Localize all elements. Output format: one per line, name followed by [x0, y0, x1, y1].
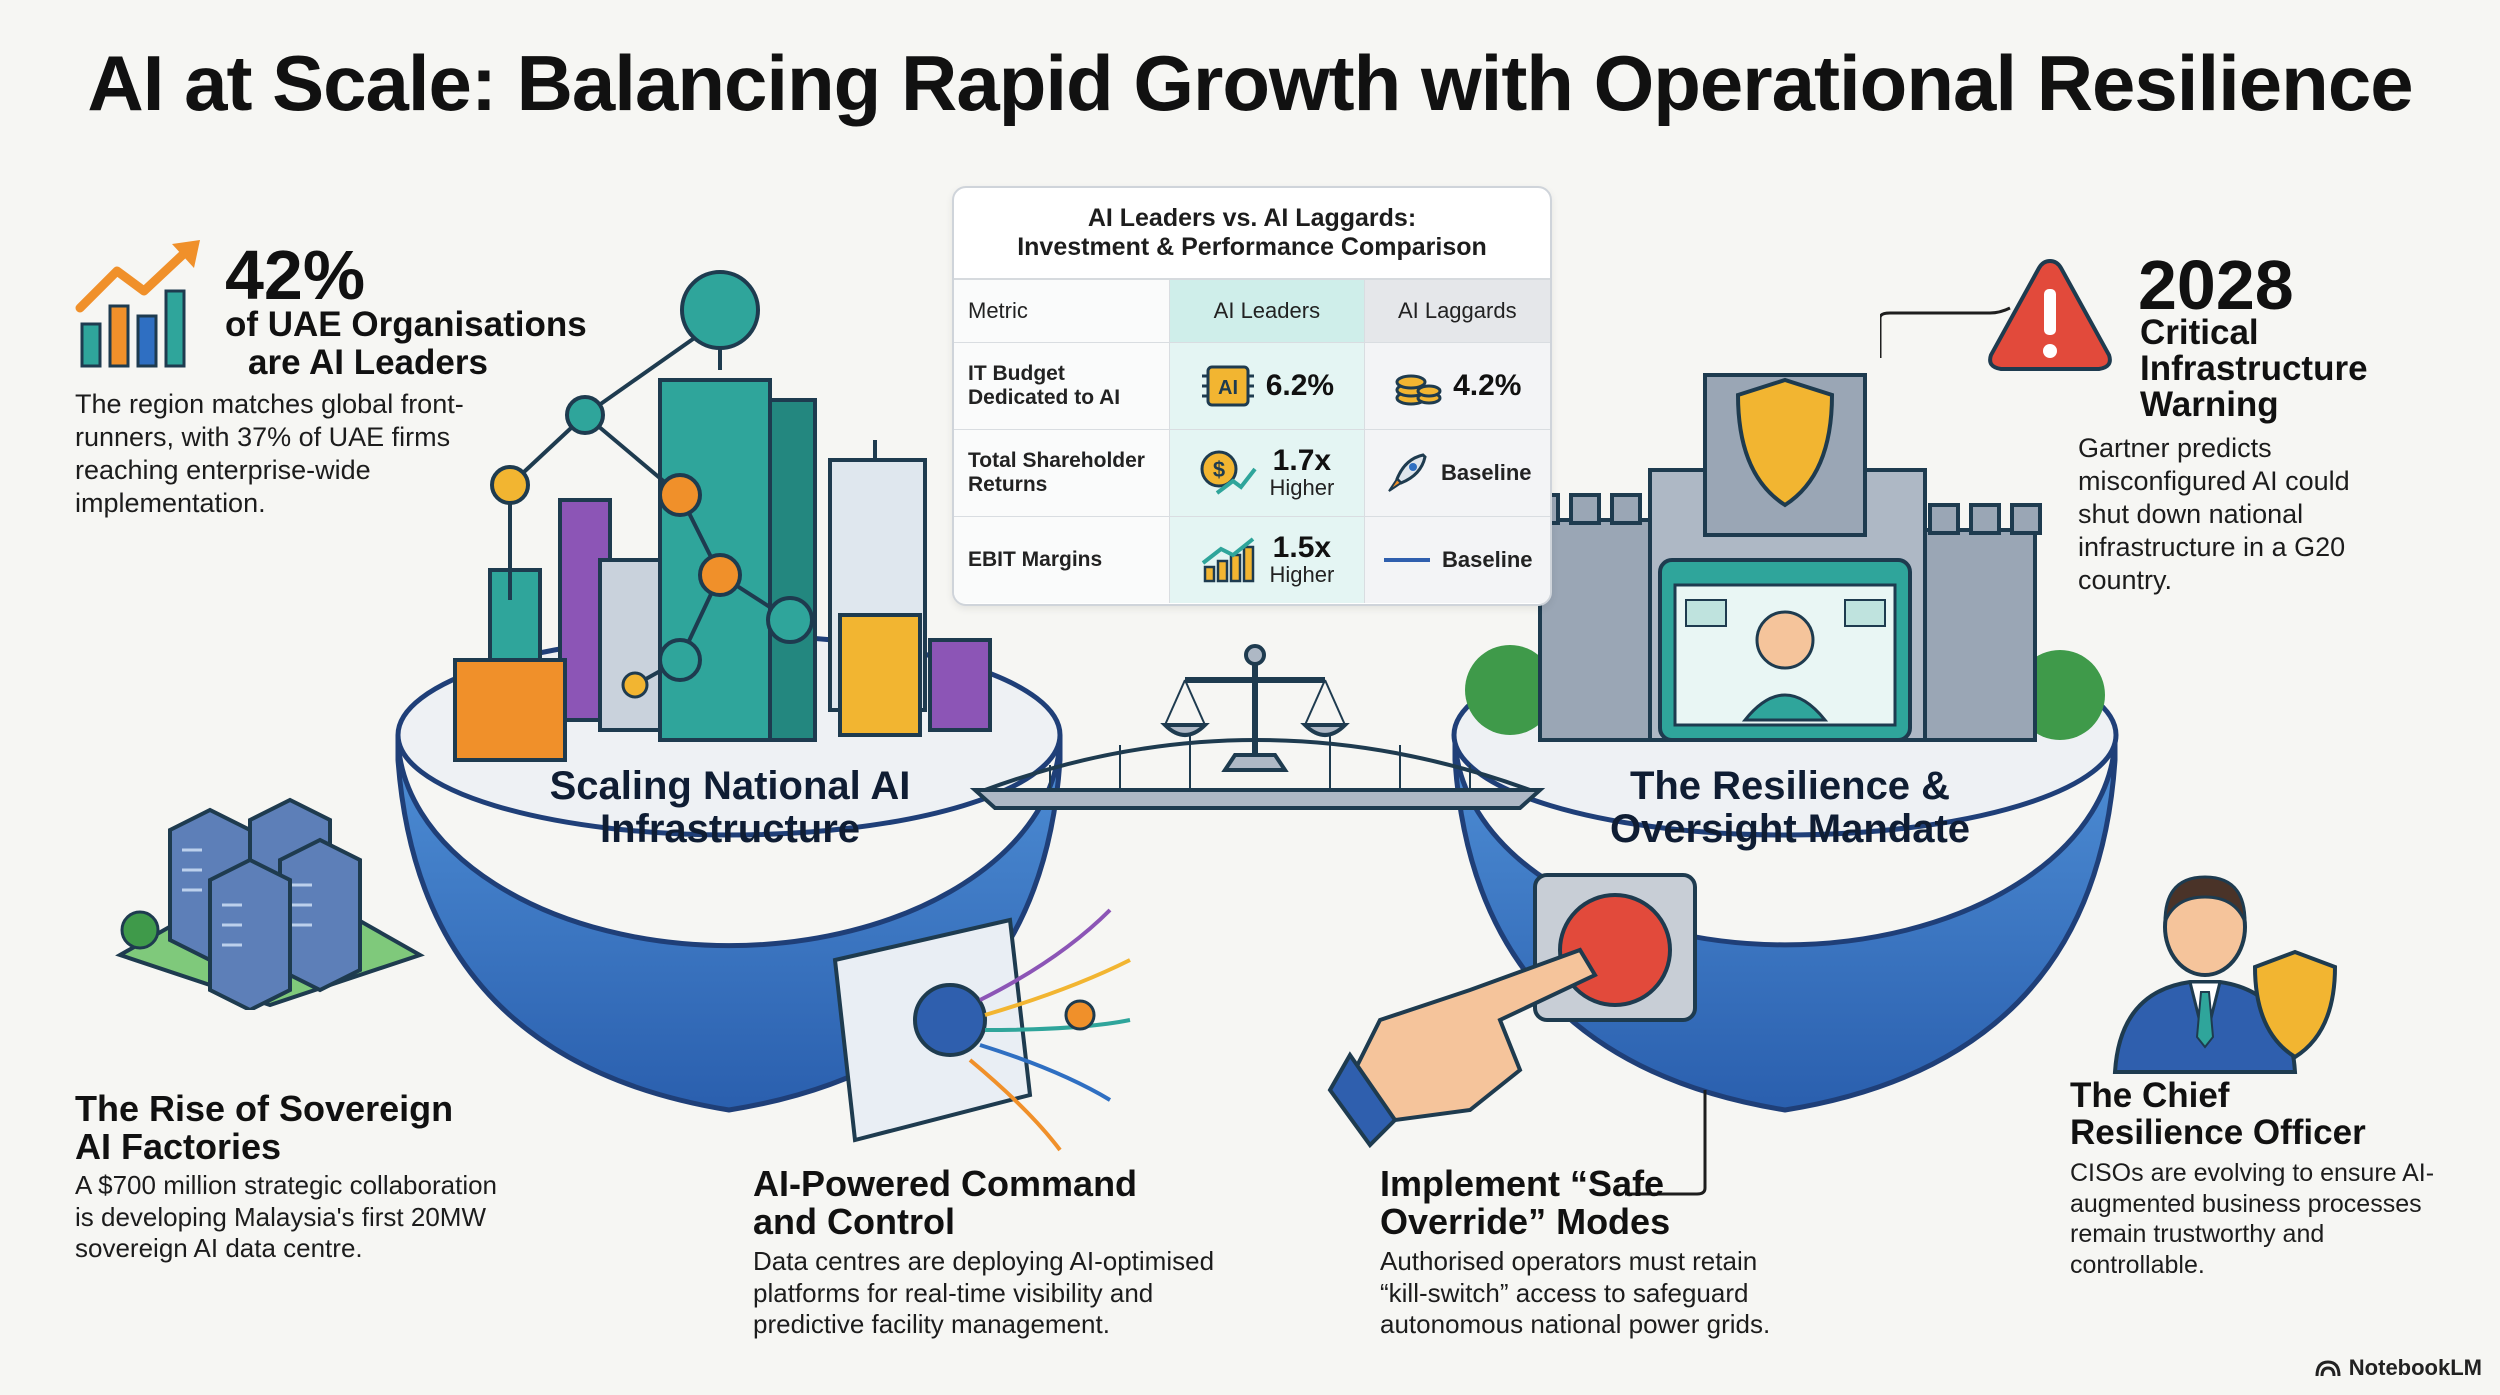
warning-triangle-icon	[1988, 258, 2112, 371]
override-heading-line1: Implement “Safe	[1380, 1163, 1665, 1204]
left-island-label: Scaling National AI Infrastructure	[549, 764, 911, 852]
coin-stack-icon	[1395, 374, 1442, 406]
officer-with-shield-icon	[2112, 875, 2338, 1074]
callout-line	[1625, 1090, 1707, 1196]
notebooklm-logo-icon	[2315, 1360, 2341, 1377]
row-metric: EBIT Margins	[954, 517, 1171, 603]
cro-heading-line2: Resilience Officer	[2070, 1113, 2366, 1152]
table-row: Total Shareholder Returns $ 1.7x Higher …	[954, 430, 1550, 517]
row-leaders-cell: $ 1.7x Higher	[1170, 430, 1365, 516]
row-laggards-cell: Baseline	[1364, 517, 1550, 603]
right-stat-body: Gartner predicts misconfigured AI could …	[2078, 433, 2350, 595]
override-body: Authorised operators must retain “kill-s…	[1380, 1246, 1771, 1340]
rocket-icon	[1388, 453, 1427, 492]
row-laggards-value: 4.2%	[1453, 369, 1522, 402]
svg-text:$: $	[1213, 457, 1225, 482]
page-title: AI at Scale: Balancing Rapid Growth with…	[87, 39, 2413, 127]
right-island-illustration	[1327, 373, 2119, 1149]
flat-line-icon	[1384, 558, 1431, 562]
sovereign-body: A $700 million strategic collaboration i…	[75, 1170, 498, 1264]
ai-chip-icon: AI	[1201, 365, 1254, 407]
header-laggards: AI Laggards	[1364, 280, 1550, 342]
row-leaders-cell: AI 6.2%	[1170, 343, 1365, 429]
right-stat-label-line3: Warning	[2140, 385, 2279, 424]
left-island-illustration	[395, 270, 1063, 1113]
left-stat-label-line2: are AI Leaders	[248, 343, 488, 382]
table-title-line2: Investment & Performance Comparison	[1017, 233, 1487, 261]
row-leaders-sub: Higher	[1269, 475, 1335, 501]
left-stat-label-line1: of UAE Organisations	[225, 305, 587, 344]
table-row: IT Budget Dedicated to AI AI 6.2% 4.2%	[954, 343, 1550, 430]
row-leaders-value: 1.7x	[1272, 444, 1332, 478]
table-title: AI Leaders vs. AI Laggards: Investment &…	[954, 188, 1550, 280]
row-laggards-value: Baseline	[1442, 547, 1533, 572]
sovereign-heading: The Rise of Sovereign AI Factories	[75, 1088, 454, 1167]
command-heading: AI-Powered Command and Control	[753, 1163, 1138, 1242]
left-stat-value: 42%	[225, 236, 366, 314]
callout-line	[1880, 306, 2011, 358]
right-island-label: The Resilience & Oversight Mandate	[1609, 764, 1971, 852]
override-heading-line2: Override” Modes	[1380, 1201, 1671, 1242]
bridge-illustration	[969, 644, 1546, 810]
header-leaders: AI Leaders	[1170, 280, 1365, 342]
row-metric: IT Budget Dedicated to AI	[954, 343, 1171, 429]
right-stat-label-line1: Critical	[2140, 313, 2259, 352]
left-stat-body: The region matches global front-runners,…	[75, 389, 464, 518]
cro-body: CISOs are evolving to ensure AI-augmente…	[2070, 1159, 2435, 1279]
server-racks-icon	[115, 797, 425, 1010]
right-stat-value: 2028	[2138, 246, 2294, 324]
ai-chip-label: AI	[1218, 377, 1238, 399]
command-body: Data centres are deploying AI-optimised …	[753, 1246, 1215, 1340]
row-leaders-cell: 1.5x Higher	[1170, 517, 1365, 603]
table-row: EBIT Margins 1.5x Higher Baseline	[954, 517, 1550, 603]
notebooklm-badge: NotebookLM	[2315, 1355, 2482, 1381]
row-leaders-value: 1.5x	[1272, 531, 1332, 565]
notebooklm-label: NotebookLM	[2348, 1355, 2482, 1380]
table-header-row: Metric AI Leaders AI Laggards	[954, 280, 1550, 343]
dollar-growth-icon: $	[1200, 450, 1258, 495]
row-laggards-cell: Baseline	[1364, 430, 1550, 516]
table-title-line1: AI Leaders vs. AI Laggards:	[1087, 203, 1417, 232]
right-stat-label-line2: Infrastructure	[2140, 349, 2368, 388]
header-metric: Metric	[954, 280, 1171, 342]
cro-heading-line1: The Chief	[2070, 1076, 2230, 1115]
row-leaders-sub: Higher	[1269, 562, 1335, 588]
row-laggards-value: Baseline	[1441, 460, 1532, 485]
row-laggards-cell: 4.2%	[1364, 343, 1550, 429]
row-leaders-value: 6.2%	[1265, 369, 1335, 402]
row-metric: Total Shareholder Returns	[954, 430, 1171, 516]
command-screen-illustration	[832, 908, 1131, 1152]
growth-chart-icon	[75, 240, 200, 368]
bar-growth-icon	[1202, 537, 1255, 583]
comparison-table: AI Leaders vs. AI Laggards: Investment &…	[952, 186, 1552, 606]
